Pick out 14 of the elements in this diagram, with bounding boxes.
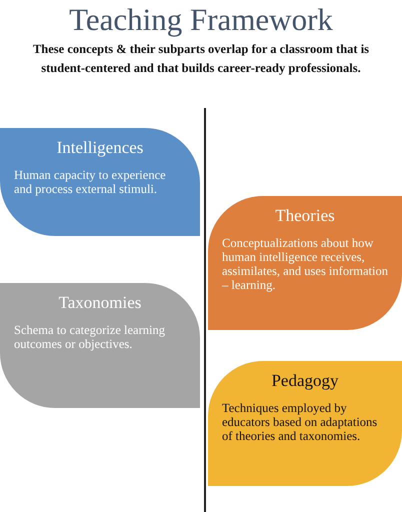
concept-card	[208, 361, 402, 486]
concept-card	[0, 283, 200, 408]
card-heading: Intelligences	[56, 138, 144, 158]
card-heading: Taxonomies	[58, 293, 142, 313]
card-description: Conceptualizations about how human intelligence receives, assimilates, and uses information – learning.	[222, 236, 388, 292]
subtitle: These concepts & their subparts overlap for a classroom that is student-centered and that builds career-ready professionals.	[32, 41, 370, 77]
card-heading: Pedagogy	[270, 371, 340, 391]
card-description: Schema to categorize learning outcomes or objectives.	[14, 323, 166, 351]
card-description: Techniques employed by educators based on adaptations of theories and taxonomies.	[222, 401, 378, 443]
concept-card	[0, 128, 200, 236]
concept-card	[208, 196, 402, 330]
title: Teaching Framework	[68, 2, 334, 38]
card-description: Human capacity to experience and process external stimuli.	[14, 168, 167, 196]
card-heading: Theories	[274, 206, 336, 226]
